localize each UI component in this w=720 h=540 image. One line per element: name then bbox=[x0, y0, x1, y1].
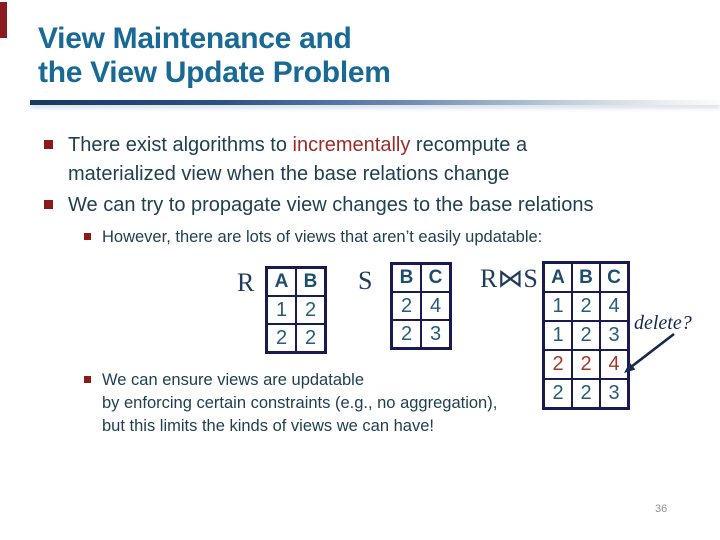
delete-annotation: delete? bbox=[634, 312, 692, 334]
bullet-marker bbox=[44, 140, 53, 149]
table-cell: 4 bbox=[599, 349, 630, 380]
title-line-1: View Maintenance and bbox=[38, 22, 352, 55]
table-cell: 3 bbox=[599, 320, 630, 351]
bullet-text: However, there are lots of views that ar… bbox=[102, 228, 543, 246]
table-cell: 4 bbox=[420, 291, 452, 321]
bullet-item: There exist algorithms to incrementally … bbox=[42, 131, 527, 188]
table-cell: 2 bbox=[542, 349, 573, 380]
table-cell: 4 bbox=[599, 291, 630, 322]
table-cell: 3 bbox=[420, 319, 452, 350]
column-header: C bbox=[420, 262, 452, 293]
column-header: C bbox=[599, 261, 630, 293]
column-header: A bbox=[265, 266, 297, 297]
table-cell: 1 bbox=[542, 320, 573, 351]
column-header: B bbox=[571, 261, 601, 293]
table-cell: 3 bbox=[599, 378, 630, 410]
bullet-text: We can try to propagate view changes to … bbox=[68, 194, 594, 216]
page-title: View Maintenance and the View Update Pro… bbox=[38, 22, 391, 90]
delete-arrow-icon bbox=[624, 332, 675, 373]
table-cell: 2 bbox=[295, 323, 327, 354]
bullet-text: There exist algorithms to incrementally … bbox=[68, 134, 528, 185]
table-cell: 2 bbox=[265, 323, 297, 354]
table-cell: 2 bbox=[571, 291, 601, 322]
table-cell: 2 bbox=[571, 378, 601, 410]
table-cell: 2 bbox=[542, 378, 573, 410]
table-cell: 2 bbox=[390, 319, 422, 350]
column-header: B bbox=[295, 266, 327, 297]
table-cell: 2 bbox=[571, 349, 601, 380]
relation-label-r: R bbox=[237, 268, 255, 297]
bullet-item: However, there are lots of views that ar… bbox=[84, 226, 542, 249]
column-header: B bbox=[390, 262, 422, 293]
table-cell: 2 bbox=[390, 291, 422, 321]
table-cell: 2 bbox=[295, 295, 327, 325]
title-divider bbox=[30, 100, 720, 105]
page-number: 36 bbox=[655, 503, 668, 515]
table-cell: 1 bbox=[265, 295, 297, 325]
column-header: A bbox=[542, 261, 573, 293]
title-line-2: the View Update Problem bbox=[38, 56, 391, 89]
corner-accent-bar bbox=[0, 2, 7, 38]
relation-label-s: S bbox=[358, 266, 373, 295]
bullet-item: We can try to propagate view changes to … bbox=[42, 191, 594, 220]
relation-label-join: R⋈S bbox=[480, 264, 538, 293]
table-cell: 1 bbox=[542, 291, 573, 322]
bullet-marker bbox=[44, 200, 53, 209]
table-cell: 2 bbox=[571, 320, 601, 351]
bullet-marker bbox=[84, 233, 91, 240]
bullet-marker bbox=[84, 376, 91, 383]
